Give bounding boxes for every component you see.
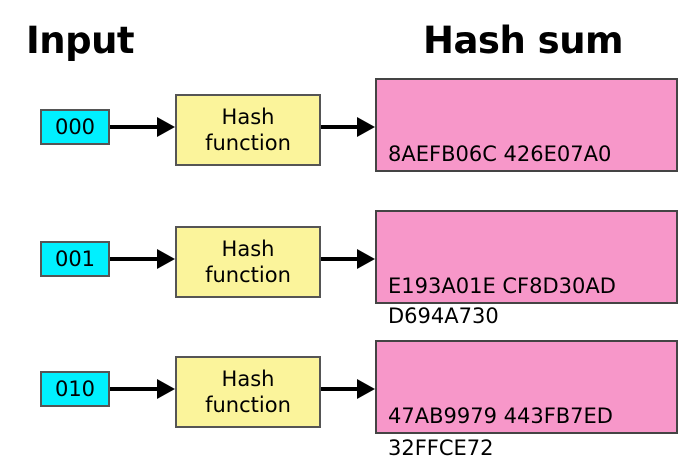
arrow-head [357, 249, 375, 269]
column-heading-hash-sum: Hash sum [423, 19, 624, 62]
hash-function-label-line1: Hash [221, 237, 275, 261]
hash-function-box: Hash function [175, 356, 321, 428]
arrow-head [157, 117, 175, 137]
arrow-head [357, 117, 375, 137]
hash-sum-line: 47AB9979 443FB7ED [388, 404, 613, 428]
arrow-input-to-function-icon [110, 117, 175, 137]
arrow-shaft [321, 387, 357, 391]
hash-function-label-line2: function [205, 263, 291, 287]
arrow-input-to-function-icon [110, 249, 175, 269]
hash-function-box: Hash function [175, 226, 321, 298]
diagram-row: 000 Hash function 8AEFB06C 426E07A0 A671… [0, 68, 700, 328]
arrow-shaft [110, 257, 157, 261]
hash-function-label-line2: function [205, 131, 291, 155]
input-box: 001 [40, 241, 110, 277]
hash-sum-line: D694A730 [388, 304, 499, 328]
hash-sum-line: 8AEFB06C 426E07A0 [388, 142, 612, 166]
diagram-row: 001 Hash function E193A01E CF8D30AD 0AFF… [0, 200, 700, 460]
arrow-head [357, 379, 375, 399]
arrow-shaft [321, 257, 357, 261]
arrow-shaft [110, 387, 157, 391]
input-box: 010 [40, 371, 110, 407]
arrow-head [157, 379, 175, 399]
hash-sum-box: 47AB9979 443FB7ED 1C193D06 773333BA 7876… [375, 340, 678, 434]
arrow-function-to-sum-icon [321, 249, 375, 269]
diagram-row: 010 Hash function 47AB9979 443FB7ED 1C19… [0, 330, 700, 450]
hash-function-box: Hash function [175, 94, 321, 166]
hash-sum-line: 32FFCE72 [388, 436, 494, 460]
arrow-shaft [321, 125, 357, 129]
arrow-shaft [110, 125, 157, 129]
hash-function-label-line1: Hash [221, 105, 275, 129]
hash-sum-box: 8AEFB06C 426E07A0 A671A1E2 488B4858 D694… [375, 78, 678, 328]
hash-function-label-line1: Hash [221, 367, 275, 391]
hash-sum-box: E193A01E CF8D30AD 0AFFEFD3 32CE934E 32FF… [375, 210, 678, 460]
arrow-function-to-sum-icon [321, 117, 375, 137]
arrow-function-to-sum-icon [321, 379, 375, 399]
hash-function-label-line2: function [205, 393, 291, 417]
arrow-head [157, 249, 175, 269]
column-heading-input: Input [26, 19, 135, 62]
hash-sum-line: E193A01E CF8D30AD [388, 274, 616, 298]
arrow-input-to-function-icon [110, 379, 175, 399]
input-box: 000 [40, 109, 110, 145]
